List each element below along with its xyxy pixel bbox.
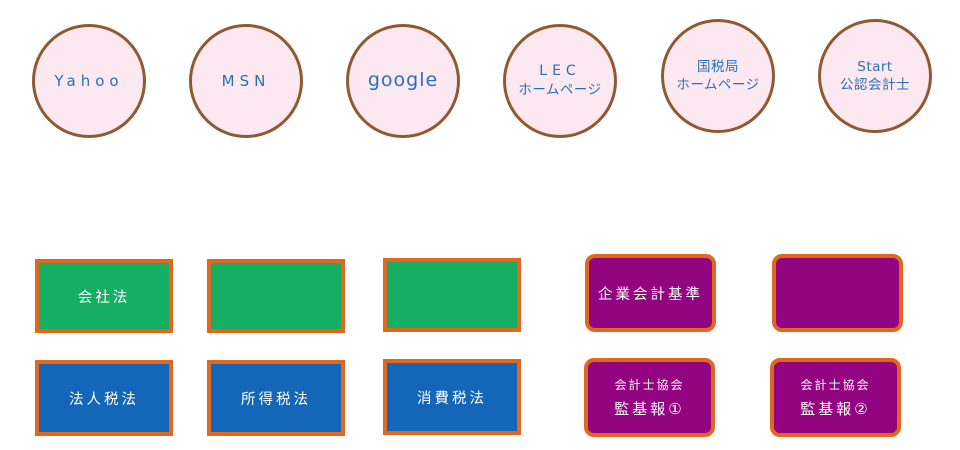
blank-purple-button[interactable] — [772, 254, 903, 332]
start-cpa-link-button[interactable]: Start 公認会計士 — [818, 19, 932, 133]
yahoo-label: Yahoo — [54, 71, 124, 90]
msn-label: MSN — [221, 71, 271, 90]
accounting-standards-button[interactable]: 企業会計基準 — [585, 254, 716, 332]
google-label: google — [367, 69, 439, 92]
audit-standard-1-button[interactable]: 会計士協会 監基報① — [584, 358, 715, 437]
lec-label: LEC — [539, 63, 581, 80]
nta-label: 国税局 — [697, 58, 739, 75]
company-law-button[interactable]: 会社法 — [35, 259, 173, 333]
income-tax-law-label: 所得税法 — [241, 391, 311, 408]
accounting-standards-label: 企業会計基準 — [598, 286, 703, 303]
consumption-tax-law-button[interactable]: 消費税法 — [383, 359, 521, 435]
google-link-button[interactable]: google — [346, 24, 460, 138]
audit-standard-2-label: 監基報② — [800, 399, 871, 418]
consumption-tax-law-label: 消費税法 — [417, 390, 487, 407]
lec-homepage-label: ホームページ — [518, 82, 602, 99]
corporate-tax-law-button[interactable]: 法人税法 — [35, 360, 173, 436]
corporate-tax-law-label: 法人税法 — [69, 391, 139, 408]
audit-standard-1-label: 監基報① — [614, 399, 685, 418]
blank-green-button-2[interactable] — [383, 258, 521, 332]
start-label: Start — [857, 58, 893, 75]
income-tax-law-button[interactable]: 所得税法 — [207, 360, 345, 436]
yahoo-link-button[interactable]: Yahoo — [32, 24, 146, 138]
audit-standard-2-org-label: 会計士協会 — [800, 378, 871, 393]
nta-homepage-label: ホームページ — [676, 77, 760, 93]
company-law-label: 会社法 — [77, 289, 131, 306]
audit-standard-1-org-label: 会計士協会 — [614, 378, 685, 393]
nta-homepage-link-button[interactable]: 国税局 ホームページ — [661, 19, 775, 133]
blank-green-button-1[interactable] — [207, 259, 345, 333]
audit-standard-2-button[interactable]: 会計士協会 監基報② — [770, 358, 901, 437]
cpa-label: 公認会計士 — [840, 77, 910, 93]
lec-homepage-link-button[interactable]: LEC ホームページ — [503, 24, 617, 138]
msn-link-button[interactable]: MSN — [189, 24, 303, 138]
